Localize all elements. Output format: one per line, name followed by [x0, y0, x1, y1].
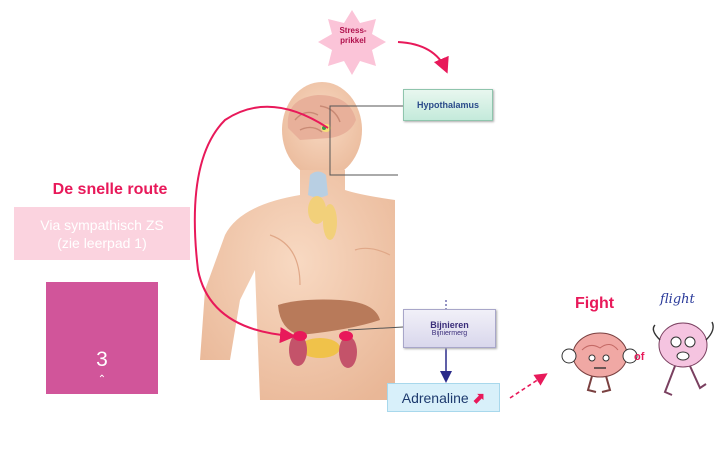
timer-icon: ⌃	[97, 374, 107, 385]
route-line1: Via sympathisch ZS	[40, 216, 164, 233]
route-line2: (zie leerpad 1)	[57, 234, 147, 251]
thyroid-icon	[308, 171, 337, 240]
route-box: Via sympathisch ZS (zie leerpad 1)	[14, 207, 190, 260]
fight-brain-icon	[561, 332, 638, 393]
hypothalamus-connector	[329, 105, 403, 176]
stress-label: Stress- prikkel	[325, 26, 381, 46]
bijnieren-title: Bijnieren	[430, 320, 469, 330]
flight-brain-icon	[652, 321, 714, 396]
adrenaline-box: Adrenaline ⬈	[387, 383, 500, 412]
flight-label: flight	[660, 292, 695, 307]
bijnieren-box: Bijnieren Bijniermerg	[403, 309, 496, 348]
hypothalamus-label: Hypothalamus	[416, 100, 479, 110]
timer-value: 3	[96, 348, 108, 371]
fast-route-arrow	[193, 105, 329, 344]
or-label: of	[634, 351, 645, 363]
bijnieren-subtitle: Bijniermerg	[431, 330, 468, 337]
route-title: De snelle route	[52, 181, 168, 198]
arrow-up-icon: ⬈	[472, 389, 486, 407]
fight-label: Fight	[575, 295, 615, 312]
adrenaline-label: Adrenaline	[401, 389, 469, 406]
stress-label-line2: prikkel	[340, 36, 366, 45]
stress-star	[318, 10, 386, 75]
adrenal-connector	[347, 326, 404, 331]
stress-arrow	[397, 41, 449, 74]
timer-widget[interactable]: 3 ⌃	[46, 282, 158, 394]
stress-label-line1: Stress-	[339, 26, 367, 35]
response-arrow	[509, 373, 548, 399]
hypothalamus-box: Hypothalamus	[403, 89, 493, 121]
